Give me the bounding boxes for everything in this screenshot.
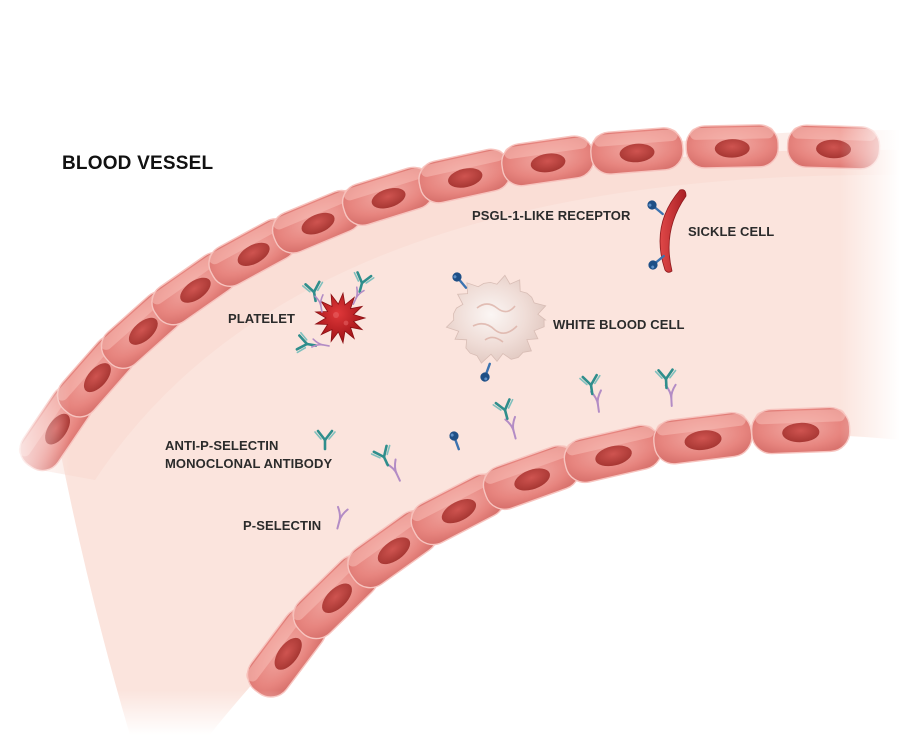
endothelial-cell: [482, 445, 581, 511]
antibody-label-line-2: MONOCLONAL ANTIBODY: [165, 456, 333, 471]
white-blood-cell-icon: [445, 274, 547, 364]
psgl-receptor-label: PSGL-1-LIKE RECEPTOR: [472, 208, 631, 223]
vessel-wall-inner: [246, 406, 851, 698]
p-selectin-label: P-SELECTIN: [243, 518, 322, 533]
endothelial-cell: [590, 127, 684, 175]
white-blood-cell-label: WHITE BLOOD CELL: [553, 317, 685, 332]
endothelial-cell: [341, 166, 435, 226]
endothelial-cell: [685, 124, 779, 169]
sickle-cell-icon: [659, 189, 687, 273]
page-title: BLOOD VESSEL: [62, 153, 214, 174]
endothelial-cell: [563, 424, 663, 484]
platelet-icon: [314, 291, 367, 345]
endothelial-cell: [750, 406, 851, 455]
endothelial-cell: [410, 473, 506, 546]
antibody-label-line-1: ANTI-P-SELECTIN: [165, 438, 279, 453]
endothelial-cell: [653, 411, 753, 465]
endothelial-cell: [418, 148, 512, 204]
endothelial-cell: [501, 135, 595, 187]
sickle-cell-label: SICKLE CELL: [688, 224, 775, 239]
platelet-label: PLATELET: [228, 311, 295, 326]
